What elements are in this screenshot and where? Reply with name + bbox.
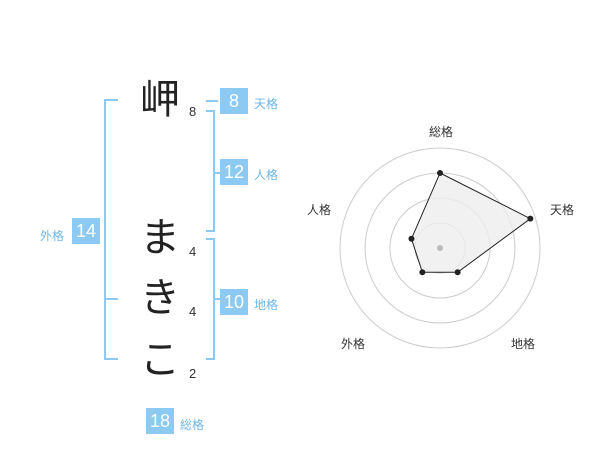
radar-label-chikaku: 地格 [511, 337, 536, 351]
tenkaku-badge: 8 [220, 88, 248, 114]
soukaku-badge: 18 [146, 408, 174, 434]
radar-label-soukaku: 総格 [429, 125, 454, 139]
chikaku-bracket-top [206, 238, 214, 240]
jinkaku-bracket-vertical [213, 110, 215, 232]
jinkaku-label: 人格 [254, 168, 279, 182]
chikaku-badge: 10 [220, 289, 248, 315]
name-char-3: き [140, 275, 180, 321]
stroke-count-1: 8 [189, 104, 197, 119]
stroke-count-3: 4 [189, 304, 197, 319]
soukaku-label: 総格 [180, 418, 205, 432]
radar-label-jinkaku: 人格 [307, 203, 332, 217]
radar-point-3 [419, 269, 426, 276]
radar-point-0 [437, 170, 443, 176]
radar-point-2 [454, 269, 461, 276]
chikaku-label: 地格 [254, 298, 279, 312]
chikaku-bracket-bottom [206, 358, 214, 360]
tenkaku-bracket [206, 100, 218, 102]
radar-grid-ring [339, 147, 541, 349]
jinkaku-bracket-connector [213, 172, 221, 174]
jinkaku-badge: 12 [220, 159, 248, 185]
jinkaku-bracket-bottom [206, 230, 214, 232]
tenkaku-label: 天格 [254, 97, 279, 111]
radar-center-dot [437, 245, 443, 251]
gaikaku-bracket-bottom [104, 358, 118, 360]
gaikaku-label: 外格 [40, 229, 65, 243]
stroke-count-4: 2 [189, 366, 197, 381]
radar-data-polygon [410, 172, 532, 273]
gaikaku-bracket-mid [104, 298, 118, 300]
gaikaku-badge: 14 [72, 218, 100, 244]
gaikaku-bracket-vertical [104, 99, 106, 360]
radar-label-tenkaku: 天格 [550, 203, 575, 217]
jinkaku-bracket-top [206, 110, 214, 112]
name-char-1: 岬 [140, 77, 180, 123]
stroke-count-2: 4 [189, 244, 197, 259]
name-char-4: こ [140, 337, 180, 383]
radar-point-4 [408, 235, 415, 242]
chikaku-bracket-connector [213, 298, 221, 300]
radar-point-1 [527, 215, 534, 222]
name-char-2: ま [140, 215, 180, 261]
gaikaku-bracket-top [104, 99, 118, 101]
radar-label-gaikaku: 外格 [341, 337, 366, 351]
